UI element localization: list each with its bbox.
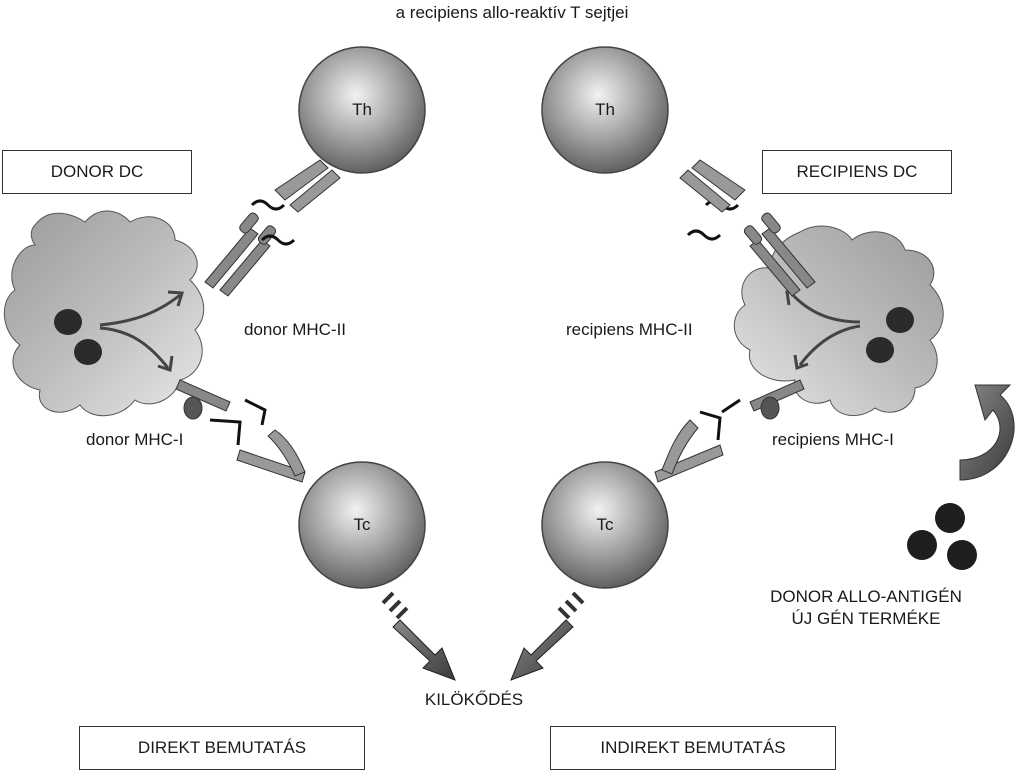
antigen-label-line1: DONOR ALLO-ANTIGÉN bbox=[770, 587, 962, 606]
right-tc-label: Tc bbox=[596, 515, 614, 534]
right-mhc2-tcr-complex bbox=[679, 159, 816, 297]
right-mhc1-tcr-complex bbox=[654, 379, 805, 483]
right-rejection-arrow bbox=[510, 591, 585, 681]
donor-dc-box: DONOR DC bbox=[2, 150, 192, 194]
donor-dc-processing-arrows bbox=[99, 290, 184, 372]
right-th-label: Th bbox=[595, 100, 615, 119]
direkt-bemutatas-label: DIREKT BEMUTATÁS bbox=[137, 738, 307, 757]
antigen-label: DONOR ALLO-ANTIGÉN ÚJ GÉN TERMÉKE bbox=[770, 586, 962, 630]
rejection-label: KILÖKŐDÉS bbox=[424, 690, 524, 709]
left-rejection-arrow bbox=[381, 591, 456, 681]
donor-allo-antigen-dots bbox=[907, 503, 977, 570]
antigen-label-line2: ÚJ GÉN TERMÉKE bbox=[791, 609, 941, 628]
top-label: a recipiens allo-reaktív T sejtjei bbox=[395, 3, 629, 22]
left-th-label: Th bbox=[352, 100, 372, 119]
left-mhc2-tcr-complex bbox=[204, 159, 341, 297]
indirekt-bemutatas-box: INDIREKT BEMUTATÁS bbox=[550, 726, 836, 770]
left-tc-cell bbox=[298, 461, 426, 589]
donor-mhc2-label: donor MHC-II bbox=[244, 320, 347, 339]
direkt-bemutatas-box: DIREKT BEMUTATÁS bbox=[79, 726, 365, 770]
recipiens-mhc1-label: recipiens MHC-I bbox=[772, 430, 894, 449]
right-tc-cell bbox=[541, 461, 669, 589]
left-tc-label: Tc bbox=[353, 515, 371, 534]
recipiens-dc-box: RECIPIENS DC bbox=[762, 150, 952, 194]
right-th-cell bbox=[541, 46, 669, 174]
left-mhc1-tcr-complex bbox=[175, 379, 306, 483]
antigen-uptake-arrow bbox=[959, 384, 1015, 481]
donor-dc-nucleus bbox=[54, 309, 102, 365]
donor-dc-box-label: DONOR DC bbox=[50, 162, 144, 181]
left-th-cell bbox=[298, 46, 426, 174]
recipiens-dc-nucleus bbox=[866, 307, 914, 363]
recipiens-mhc2-label: recipiens MHC-II bbox=[566, 320, 693, 339]
donor-dc-cell bbox=[3, 210, 205, 417]
indirekt-bemutatas-label: INDIREKT BEMUTATÁS bbox=[600, 738, 786, 757]
donor-mhc1-label: donor MHC-I bbox=[86, 430, 184, 449]
recipiens-dc-box-label: RECIPIENS DC bbox=[796, 162, 918, 181]
